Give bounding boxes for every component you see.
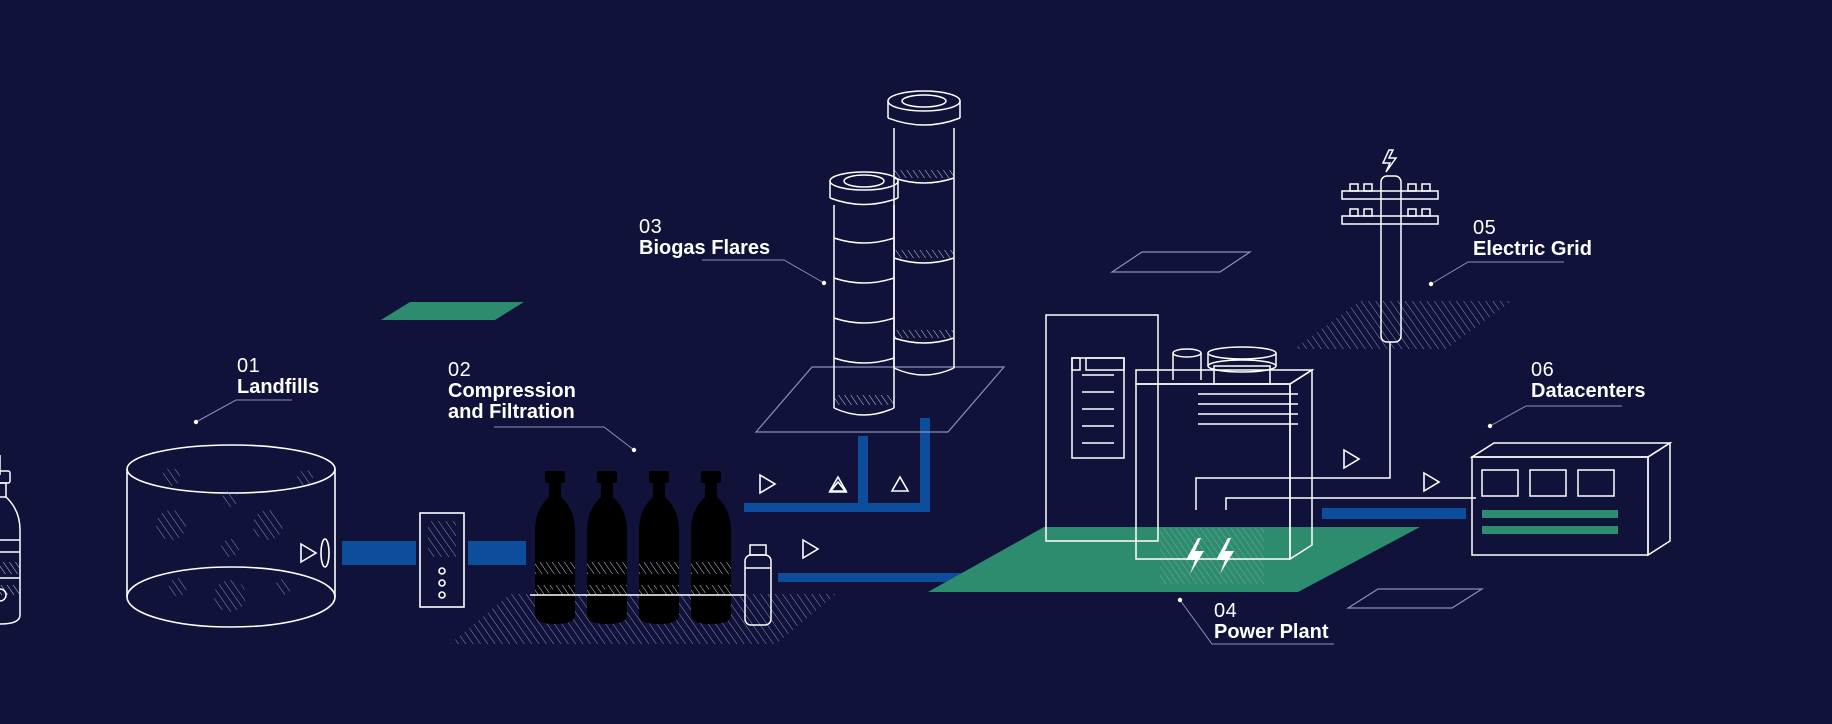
up-arrow [828, 475, 848, 492]
stage-number: 03 [639, 216, 663, 238]
utility-pole-icon [1341, 149, 1439, 343]
power-plant-icon [1045, 314, 1476, 561]
stage-number: 05 [1473, 217, 1497, 239]
stage-title: Electric Grid [1473, 238, 1592, 260]
pipe-to-datacenter [1322, 508, 1466, 519]
flare-stacks-icon [829, 90, 961, 416]
stage-title: Compression [448, 380, 576, 402]
landfill-icon [126, 444, 336, 628]
decor-green-slab [381, 302, 524, 320]
stage-number: 02 [448, 359, 472, 381]
control-unit-icon [419, 512, 465, 608]
stage-title: Biogas Flares [639, 237, 771, 259]
flare-pipes [744, 418, 930, 512]
stage-title-line2: and Filtration [448, 401, 575, 423]
pipe-segment [342, 541, 416, 565]
stage-label-datacenters: 06 Datacenters [1531, 360, 1646, 401]
flow-arrows [759, 448, 1441, 560]
stage-number: 06 [1531, 359, 1555, 381]
stage-title: Power Plant [1214, 621, 1329, 643]
pole-floor [1294, 301, 1512, 349]
decor-outline-slab [1110, 251, 1252, 273]
stage-label-electric-grid: 05 Electric Grid [1473, 218, 1592, 259]
small-tank-icon [744, 544, 772, 626]
stage-label-compression: 02 Compression and Filtration [448, 360, 576, 422]
server-rack-icon [1469, 441, 1673, 557]
gas-cylinders-icon [0, 455, 21, 625]
label-leader-dots [193, 280, 1493, 603]
pipe-segment [468, 541, 526, 565]
up-arrow [890, 475, 910, 492]
power-plant-platform-hatch [1160, 528, 1264, 584]
stage-number: 04 [1214, 600, 1238, 622]
stage-label-power-plant: 04 Power Plant [1214, 601, 1328, 642]
lightning-icon [1186, 538, 1234, 574]
stage-number: 01 [237, 355, 261, 377]
stage-label-landfills: 01 Landfills [237, 356, 319, 397]
stage-title: Landfills [237, 376, 320, 398]
label-leader-lines [195, 259, 1622, 645]
stage-label-biogas-flares: 03 Biogas Flares [639, 217, 770, 258]
flares-floor [754, 366, 1006, 433]
stage-title: Datacenters [1531, 380, 1646, 402]
decor-outline-slab-2 [1345, 588, 1485, 609]
